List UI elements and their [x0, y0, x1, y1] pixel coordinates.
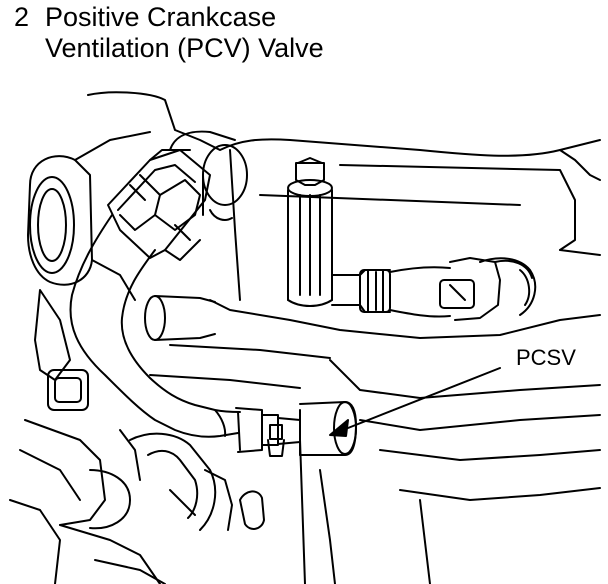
heading-line-2: Ventilation (PCV) Valve [45, 33, 324, 63]
top-cylinder [169, 130, 248, 221]
pcv-hose [69, 214, 241, 451]
right-hose-with-clamps [331, 257, 537, 321]
throttle-body [27, 131, 151, 301]
pcsv-callout-label: PCSV [516, 345, 576, 370]
pcsv-leader-line [329, 367, 501, 437]
center-pipe-stub [144, 295, 216, 341]
heading-line-1: Positive Crankcase [45, 2, 277, 32]
left-engine-housing [9, 289, 141, 584]
step-number: 2 [14, 2, 30, 32]
engine-illustration [9, 91, 601, 584]
hose-connector [107, 149, 211, 261]
vertical-post [287, 157, 333, 307]
engine-block-outline [87, 91, 601, 584]
lower-hoses [59, 432, 265, 584]
